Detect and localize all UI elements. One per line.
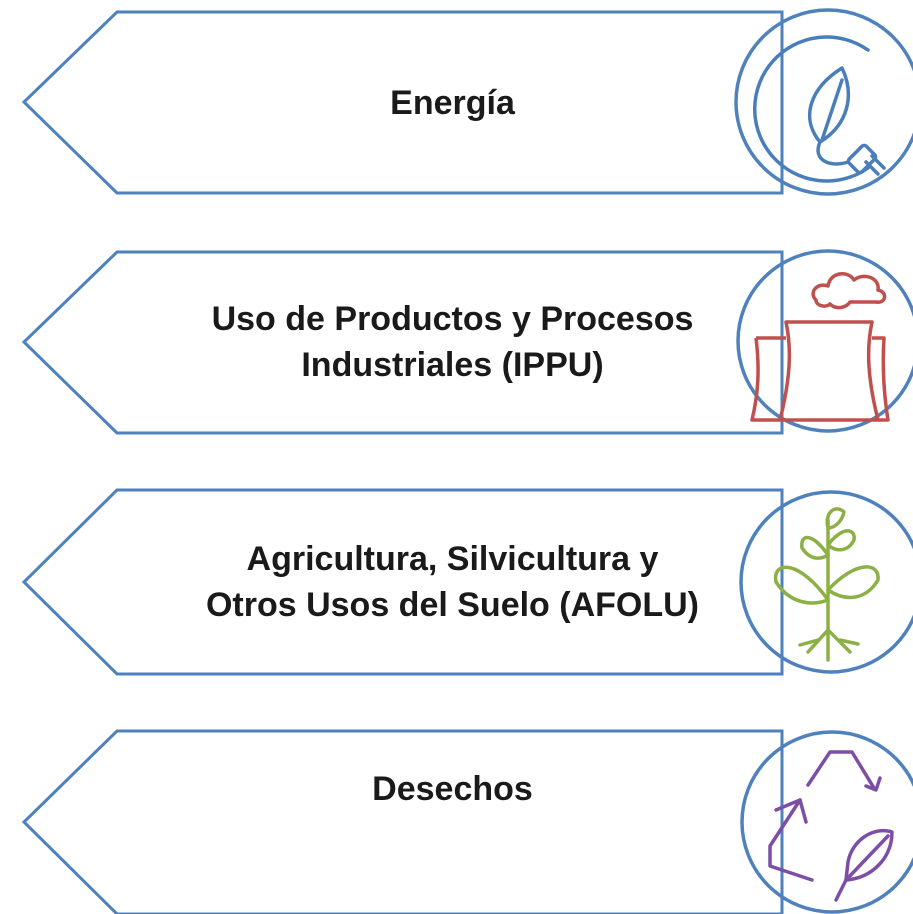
icon-circle-afolu [739,490,913,674]
arrow-shape-ippu [21,250,784,435]
category-label-line: Industriales (IPPU) [301,346,604,384]
plant-roots-icon [773,507,880,662]
category-label-line: Agricultura, Silvicultura y [246,540,659,578]
icon-circle-desechos [740,730,913,914]
category-label-line: Desechos [372,770,533,808]
icon-circle-energia [734,8,913,196]
category-energia [21,8,913,196]
leaf-plug-icon [753,35,886,183]
icon-circle-ippu [736,249,913,433]
category-ippu [21,249,913,435]
category-label-line: Otros Usos del Suelo (AFOLU) [205,586,700,624]
category-label-line: Uso de Productos y Procesos [211,300,694,338]
arrow-shape-desechos [21,729,784,914]
category-desechos [21,729,913,914]
category-label-desechos: Desechos [130,766,775,812]
category-label-energia: Energía [130,80,775,126]
arrow-shape-energia [21,10,784,195]
category-afolu [21,488,913,676]
factory-smoke-icon [750,272,890,422]
category-label-ippu: Uso de Productos y Procesos Industriales… [130,296,775,388]
arrow-shape-afolu [21,488,784,676]
category-label-line: Energía [390,84,515,122]
recycle-leaf-icon [768,750,894,902]
category-label-afolu: Agricultura, Silvicultura y Otros Usos d… [130,536,775,628]
